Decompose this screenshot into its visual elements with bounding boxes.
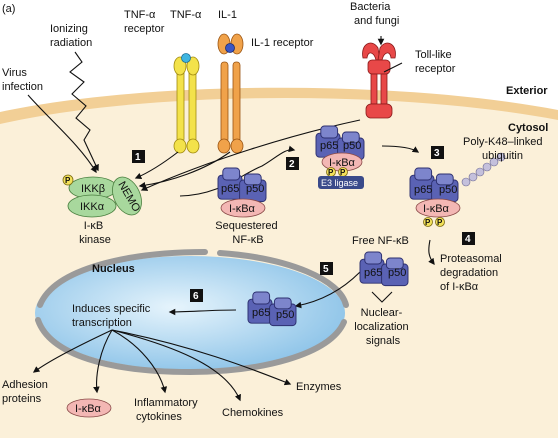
ikk-beta: IKKβ — [81, 183, 105, 195]
panel-label: (a) — [2, 3, 15, 15]
toll-like-receptor-label: Toll-like receptor — [415, 49, 456, 75]
ionizing-radiation-label: Ionizing radiation — [50, 23, 92, 49]
phos-ikba: I-κBα — [329, 157, 356, 169]
ubq-p65: p65 — [414, 184, 432, 196]
transcription-label: Induces specific transcription — [72, 303, 153, 329]
il1-receptor-label: IL-1 receptor — [251, 37, 314, 49]
step-2: 2 — [286, 157, 299, 170]
free-p50: p50 — [388, 267, 406, 279]
bacteria-fungi-label: Bacteria and fungi — [350, 1, 399, 27]
svg-text:5: 5 — [323, 264, 329, 275]
ubq-p50: p50 — [439, 184, 457, 196]
output-arrows — [32, 329, 292, 402]
phos-p50: p50 — [343, 140, 361, 152]
inflammatory-label: Inflammatory cytokines — [134, 397, 201, 423]
nucleus-label: Nucleus — [92, 263, 135, 275]
free-nfkb-label: Free NF-κB — [352, 235, 409, 247]
nls-label: Nuclear- localization signals — [354, 307, 411, 347]
ikk-complex — [62, 174, 142, 218]
chemokines-label: Chemokines — [222, 407, 284, 419]
ubq-p2: P — [437, 218, 443, 227]
ikk-alpha: IKKα — [80, 201, 105, 213]
ubiquitinated-complex — [409, 167, 461, 227]
tnf-receptor-label: TNF-α receptor — [124, 9, 165, 35]
tnf-alpha-label: TNF-α — [170, 9, 202, 21]
il1-ligand — [225, 43, 235, 53]
seq-ikba: I-κBα — [229, 203, 256, 215]
svg-text:1: 1 — [135, 152, 141, 163]
ikba-product-label: I-κBα — [75, 403, 102, 415]
cytosol-label: Cytosol — [508, 122, 548, 134]
il1-label: IL-1 — [218, 9, 237, 21]
phos-p2: P — [340, 168, 346, 177]
step-4: 4 — [462, 232, 475, 245]
ikk-phosphate: P — [65, 176, 71, 185]
svg-text:6: 6 — [193, 291, 199, 302]
tnf-ligand — [181, 53, 191, 63]
svg-text:2: 2 — [289, 159, 295, 170]
ubiquitin-chain — [461, 152, 506, 187]
virus-infection-label: Virus infection — [2, 67, 43, 93]
step-3: 3 — [431, 146, 444, 159]
ubq-p1: P — [425, 218, 431, 227]
nuc-p65: p65 — [252, 307, 270, 319]
phosphorylated-complex — [315, 125, 365, 189]
phos-p1: P — [328, 168, 334, 177]
seq-p50: p50 — [246, 183, 264, 195]
phos-p65: p65 — [320, 140, 338, 152]
degradation-label: Proteasomal degradation of I-κBα — [440, 253, 505, 293]
sequestered-label: Sequestered NF-κB — [215, 220, 280, 246]
adhesion-label: Adhesion proteins — [2, 379, 51, 405]
nucleus — [35, 249, 349, 376]
plasma-membrane — [0, 87, 558, 124]
ikk-label: I-κB kinase — [79, 220, 111, 246]
enzymes-label: Enzymes — [296, 381, 342, 393]
free-p65: p65 — [364, 267, 382, 279]
seq-p65: p65 — [221, 183, 239, 195]
e3-ligase: E3 ligase — [321, 178, 358, 188]
step-5: 5 — [320, 262, 333, 275]
sequestered-nfkb-complex — [217, 167, 267, 218]
svg-text:3: 3 — [434, 148, 440, 159]
svg-text:4: 4 — [465, 234, 471, 245]
ikba-product — [66, 398, 112, 418]
toll-like-receptor — [362, 42, 396, 119]
exterior-label: Exterior — [506, 85, 548, 97]
ubiquitin-label: Poly-K48–linked ubiquitin — [463, 136, 546, 162]
step-6: 6 — [190, 289, 203, 302]
signaling-arrows — [27, 36, 435, 316]
ubq-ikba: I-κBα — [423, 203, 450, 215]
nuc-p50: p50 — [276, 309, 294, 321]
step-1: 1 — [132, 150, 145, 163]
il1-receptor — [217, 33, 244, 154]
